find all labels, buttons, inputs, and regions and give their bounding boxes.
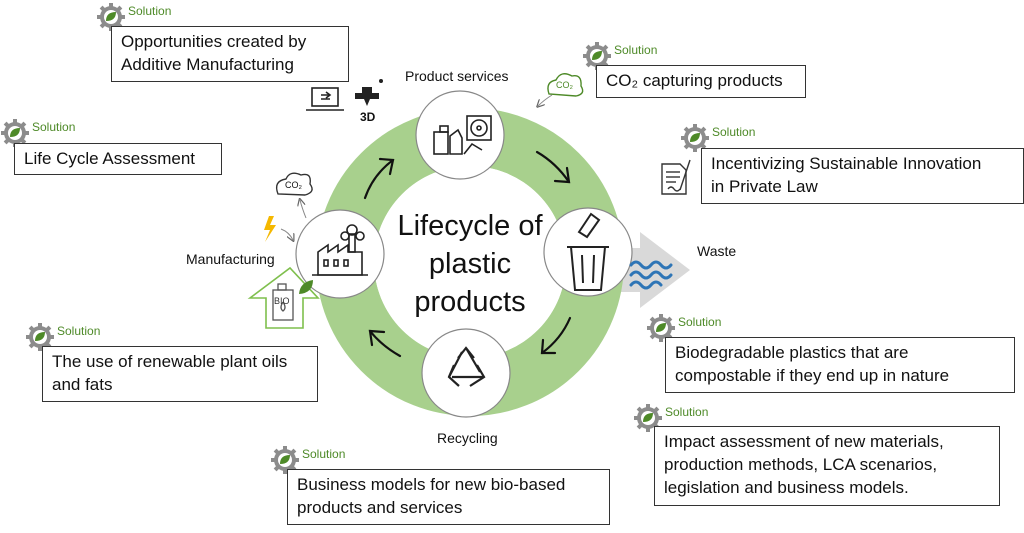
co2-cloud-icon-left [275, 172, 313, 196]
bio-oil-icon [272, 283, 294, 321]
solution-box: CO₂ capturing products [596, 65, 806, 98]
solution-tag-label: Solution [32, 120, 76, 134]
solution-box: Business models for new bio-based produc… [287, 469, 610, 525]
solution-line: compostable if they end up in nature [675, 366, 950, 385]
solution-tag: Solution [0, 118, 75, 148]
solution-line: Impact assessment of new materials, [664, 432, 944, 451]
center-disc [374, 166, 566, 358]
solution-box: Biodegradable plastics that are composta… [665, 337, 1015, 393]
recycle-icon [447, 346, 486, 387]
co2-capture-arrow [538, 94, 553, 106]
emission-arrow [300, 200, 307, 219]
gear-leaf-icon [583, 42, 611, 70]
label-product-services: Product services [405, 68, 509, 84]
gear-leaf-icon [634, 404, 662, 432]
gear-leaf-icon [1, 119, 29, 147]
solution-line: Life Cycle Assessment [24, 149, 196, 168]
solution-tag: Solution [25, 322, 100, 352]
solution-line: The use of renewable plant oils [52, 352, 288, 371]
solution-line: Additive Manufacturing [121, 55, 294, 74]
solution-line: CO₂ capturing products [606, 71, 783, 90]
solution-tag-label: Solution [665, 405, 709, 419]
recycling-circle [421, 328, 511, 418]
label-waste: Waste [697, 243, 737, 259]
trash-icon [567, 212, 609, 291]
solution-line: and fats [52, 375, 113, 394]
solution-line: production methods, LCA scenarios, [664, 455, 938, 474]
energy-arrow [280, 228, 293, 240]
solution-tag: Solution [96, 2, 171, 32]
leaf-icon [299, 280, 313, 294]
printer-3d-icon [355, 79, 383, 106]
label-recycling: Recycling [437, 430, 498, 446]
products-icon [433, 115, 492, 155]
solution-line: Incentivizing Sustainable Innovation [711, 154, 982, 173]
solution-box: Impact assessment of new materials, prod… [654, 426, 1000, 506]
gear-leaf-icon [97, 3, 125, 31]
solution-tag: Solution [680, 123, 755, 153]
factory-icon [312, 224, 368, 276]
solution-box: Life Cycle Assessment [14, 143, 222, 175]
solution-line: Business models for new bio-based [297, 475, 566, 494]
contract-icon [661, 159, 691, 195]
center-title-line-2: plastic [428, 248, 512, 280]
gear-leaf-icon [271, 446, 299, 474]
center-title-line-1: Lifecycle of [397, 210, 543, 242]
solution-line: products and services [297, 498, 463, 517]
solution-box: Incentivizing Sustainable Innovation in … [701, 148, 1024, 204]
solution-line: Opportunities created by [121, 32, 307, 51]
center-title-line-3: products [414, 286, 526, 318]
flow-arrow-left [363, 157, 395, 200]
solution-tag-label: Solution [302, 447, 346, 461]
gear-leaf-icon [681, 124, 709, 152]
gear-leaf-icon [647, 314, 675, 342]
co2-cloud-icon-right [547, 73, 584, 97]
co2-label-right: CO₂ [556, 80, 573, 90]
flow-arrows [363, 150, 572, 358]
solution-box: Opportunities created by Additive Manufa… [111, 26, 349, 82]
solution-line: Biodegradable plastics that are [675, 343, 909, 362]
bio-label: BIO [274, 296, 290, 306]
label-manufacturing: Manufacturing [186, 251, 275, 267]
water-waves-icon [629, 260, 673, 290]
solution-tag-label: Solution [678, 315, 722, 329]
laptop-icon [306, 87, 344, 111]
flow-arrow-top-right [535, 150, 571, 184]
solution-tag-label: Solution [128, 4, 172, 18]
gear-leaf-icon [26, 323, 54, 351]
solution-tag: Solution [270, 445, 345, 475]
center-title: Lifecycle of plastic products [370, 207, 570, 321]
solution-tag-label: Solution [614, 43, 658, 57]
waste-circle [543, 207, 633, 297]
solution-tag: Solution [646, 313, 721, 343]
co2-label-left: CO₂ [285, 180, 302, 190]
solution-tag: Solution [633, 403, 708, 433]
bio-input-arrow [247, 266, 320, 329]
solution-tag-label: Solution [712, 125, 756, 139]
solution-line: in Private Law [711, 177, 818, 196]
solution-line: legislation and business models. [664, 478, 909, 497]
energy-bolt-icon [264, 216, 276, 242]
solution-tag: Solution [582, 41, 657, 71]
solution-tag-label: Solution [57, 324, 101, 338]
flow-arrow-right [540, 316, 572, 355]
threed-label: 3D [360, 110, 376, 124]
flow-arrow-bottom-left [368, 329, 402, 358]
solution-box: The use of renewable plant oils and fats [42, 346, 318, 402]
